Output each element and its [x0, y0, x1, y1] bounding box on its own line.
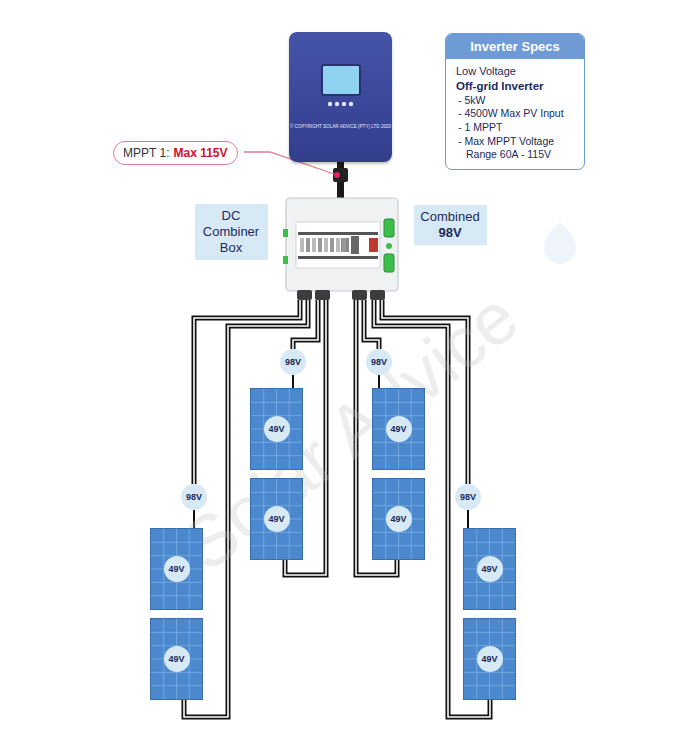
button: [328, 102, 332, 106]
solar-panel: 49V: [463, 528, 516, 610]
panel-text: 49V: [264, 506, 290, 532]
specs-text: Inverter Specs: [446, 34, 584, 59]
solar-panel: 49V: [372, 388, 425, 470]
panel-text: 49V: [477, 646, 503, 672]
specs-text: Low Voltage: [456, 64, 574, 79]
cell-line: [251, 455, 302, 456]
panel-text: 49V: [164, 556, 190, 582]
solar-panel: 49V: [150, 528, 203, 610]
cell-line: [464, 595, 515, 596]
breaker: [324, 238, 328, 252]
breaker: [318, 238, 322, 252]
breaker: [306, 238, 310, 252]
cell-line: [151, 595, 202, 596]
info-box: Combined98V: [414, 205, 487, 245]
cell-line: [151, 542, 202, 543]
button: [335, 102, 339, 106]
watermark-drop: [544, 222, 576, 264]
info-text: Combined: [420, 209, 479, 225]
specs-text: - 5kW: [458, 94, 574, 108]
cell-line: [373, 455, 424, 456]
series-wire: [292, 375, 294, 388]
series-wire: [467, 510, 469, 528]
cell-line: [373, 545, 424, 546]
specs-text: - 4500W Max PV Input: [458, 107, 574, 121]
panel-text: 49V: [386, 416, 412, 442]
cell-line: [373, 402, 424, 403]
cable-connector: [333, 168, 348, 182]
voltage-circle: 98V: [280, 349, 306, 375]
specs-text: Off-grid Inverter: [456, 79, 574, 94]
solar-panel: 49V: [150, 618, 203, 700]
inverter-unit: © COPYRIGHT SOLAR ADVICE (PTY) LTD 2020: [289, 32, 392, 162]
inverter-screen: [289, 32, 392, 162]
cell-line: [464, 632, 515, 633]
breaker: [300, 238, 304, 252]
info-text: DC Combiner Box: [200, 208, 263, 256]
cell-line: [151, 632, 202, 633]
inverter-text: © COPYRIGHT SOLAR ADVICE (PTY) LTD 2020: [290, 124, 391, 129]
info-box: DC Combiner Box: [195, 204, 268, 260]
breaker-row: [300, 238, 346, 252]
button: [349, 102, 353, 106]
panel-text: 49V: [264, 416, 290, 442]
circle-text: 98V: [285, 357, 301, 367]
cell-line: [373, 492, 424, 493]
solar-panel: 49V: [463, 618, 516, 700]
cable-core: [293, 300, 318, 349]
circle-text: 98V: [371, 357, 387, 367]
solar-panel: 49V: [250, 478, 303, 560]
callout-box: MPPT 1: Max 115V: [113, 141, 238, 165]
cell-line: [151, 685, 202, 686]
callout-text: MPPT 1:: [123, 146, 169, 160]
cell-line: [251, 402, 302, 403]
voltage-circle: 98V: [366, 349, 392, 375]
breaker: [330, 238, 334, 252]
spec-card: Inverter SpecsLow VoltageOff-grid Invert…: [445, 33, 585, 170]
display: [322, 65, 360, 95]
breaker: [336, 238, 340, 252]
voltage-circle: 98V: [181, 484, 207, 510]
cable: [293, 300, 318, 349]
specs-text: - Max MPPT Voltage Range 60A - 115V: [458, 135, 574, 162]
circle-text: 98V: [186, 492, 202, 502]
leader-dot: [334, 172, 340, 178]
cell-line: [251, 545, 302, 546]
circle-text: 98V: [460, 492, 476, 502]
cell-line: [464, 685, 515, 686]
breaker: [312, 238, 316, 252]
solar-panel: 49V: [250, 388, 303, 470]
button: [342, 102, 346, 106]
voltage-circle: 98V: [455, 484, 481, 510]
combiner-box: [283, 198, 398, 291]
cell-line: [251, 492, 302, 493]
panel-text: 49V: [164, 646, 190, 672]
breaker: [342, 238, 346, 252]
panel-text: 49V: [386, 506, 412, 532]
info-text: 98V: [438, 225, 461, 241]
cable-glands: [297, 290, 385, 300]
callout-text: Max 115V: [173, 146, 227, 160]
cell-line: [464, 542, 515, 543]
solar-panel: 49V: [372, 478, 425, 560]
specs-text: - 1 MPPT: [458, 121, 574, 135]
panel-text: 49V: [477, 556, 503, 582]
